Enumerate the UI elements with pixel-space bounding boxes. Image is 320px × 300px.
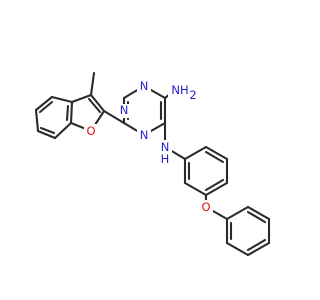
ether-oxygen: O	[201, 200, 210, 214]
methyl-bond	[89, 71, 96, 97]
triazine-n-top: N	[140, 79, 149, 93]
phenyl-ring-1	[183, 145, 229, 197]
benzo-ring	[34, 95, 74, 140]
triazine-n-bottom: N	[140, 128, 149, 142]
triazine-benzofuran-bond	[102, 109, 126, 125]
phenyl-ring-2	[225, 205, 271, 257]
secondary-amine-h: H	[161, 152, 170, 166]
chemical-structure-diagram: NH 2 N N N O N H O	[34, 71, 271, 257]
triazine-n-left: N	[120, 103, 129, 117]
furan-oxygen: O	[86, 124, 95, 138]
amine-subscript: 2	[189, 88, 196, 102]
secondary-amine-n: N	[161, 140, 170, 154]
atom-labels: NH 2 N N N O N H O	[84, 79, 213, 214]
amine-label: NH	[171, 83, 188, 97]
